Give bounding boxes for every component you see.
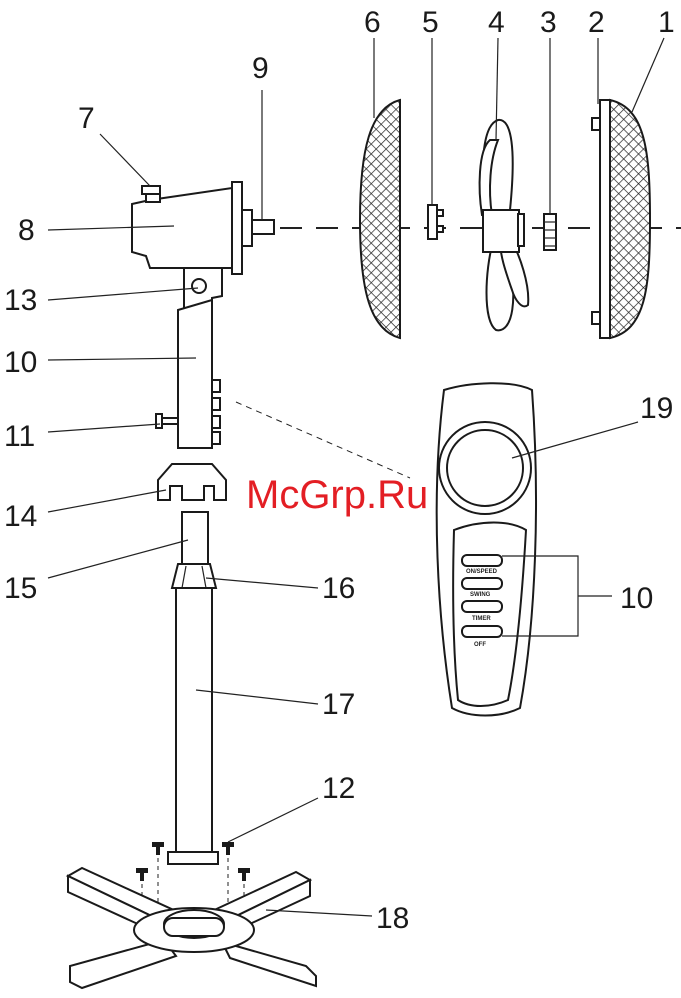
callout-14: 14 xyxy=(4,500,37,533)
upper-housing xyxy=(156,300,220,448)
callout-11: 11 xyxy=(4,420,35,453)
remote-control: ON/SPEED SWING TIMER OFF xyxy=(437,383,612,715)
remote-button-on-speed[interactable] xyxy=(462,555,502,566)
callout-16: 16 xyxy=(322,572,355,605)
outer-tube xyxy=(176,588,212,854)
callout-18: 18 xyxy=(376,902,409,935)
callout-8: 8 xyxy=(18,214,35,247)
rear-grille xyxy=(360,100,400,338)
cross-base xyxy=(68,868,316,988)
callout-7: 7 xyxy=(78,102,95,135)
remote-button-timer[interactable] xyxy=(462,601,502,612)
callout-17: 17 xyxy=(322,688,355,721)
remote-label-timer: TIMER xyxy=(472,616,491,622)
motor-housing xyxy=(132,182,274,274)
tube-foot xyxy=(168,852,218,864)
tube-clamp xyxy=(158,464,226,500)
remote-button-swing[interactable] xyxy=(462,578,502,589)
front-grille xyxy=(592,100,650,338)
remote-label-swing: SWING xyxy=(470,592,491,598)
remote-label-on-speed: ON/SPEED xyxy=(466,569,498,575)
spinner-cap xyxy=(544,214,556,250)
callout-13: 13 xyxy=(4,284,37,317)
callout-5: 5 xyxy=(422,6,439,39)
callout-2: 2 xyxy=(588,6,605,39)
callout-1: 1 xyxy=(658,6,675,39)
callout-9: 9 xyxy=(252,52,269,85)
callout-4: 4 xyxy=(488,6,505,39)
callout-10-remote: 10 xyxy=(620,582,653,615)
remote-link-line xyxy=(236,402,410,478)
rear-nut xyxy=(428,205,443,239)
callout-3: 3 xyxy=(540,6,557,39)
watermark: McGrp.Ru xyxy=(246,473,428,517)
callout-12: 12 xyxy=(322,772,355,805)
locking-ring xyxy=(172,564,216,588)
callout-6: 6 xyxy=(364,6,381,39)
callout-19: 19 xyxy=(640,392,673,425)
callout-15: 15 xyxy=(4,572,37,605)
remote-button-off[interactable] xyxy=(462,626,502,637)
callout-10-housing: 10 xyxy=(4,346,37,379)
remote-label-off: OFF xyxy=(474,642,486,648)
fan-blade xyxy=(480,120,529,330)
